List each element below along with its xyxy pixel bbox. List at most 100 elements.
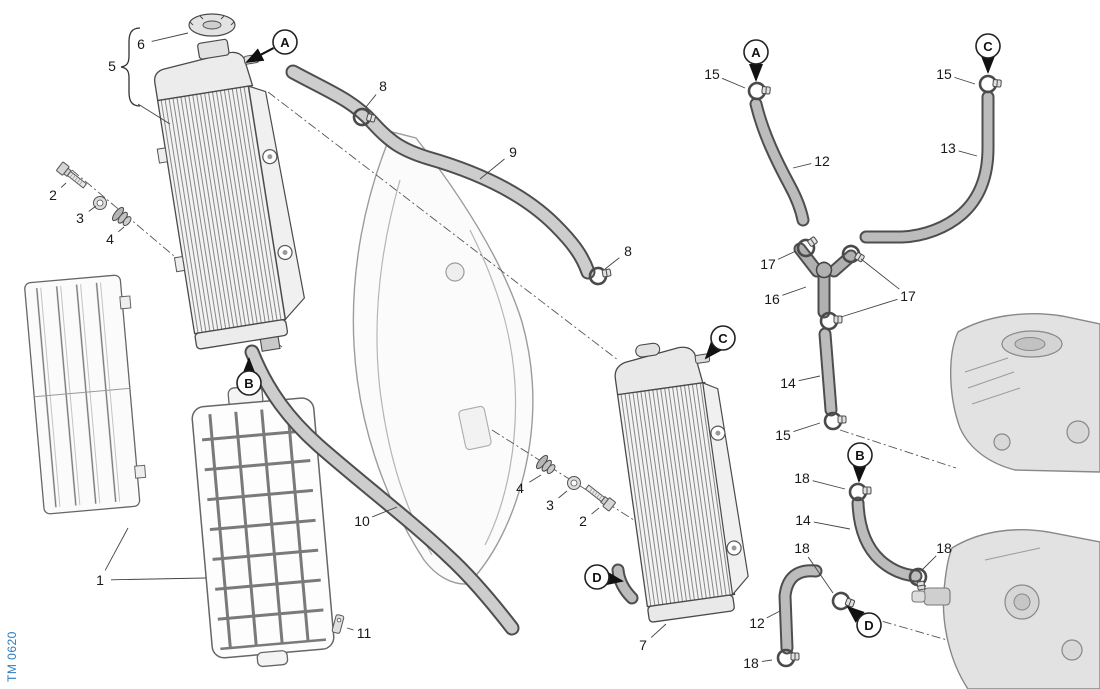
part-label-17: 17 <box>760 250 797 272</box>
callout-letter: C <box>983 39 993 54</box>
part-number: 12 <box>814 153 830 169</box>
part-label-14: 14 <box>795 512 851 530</box>
part-label-16: 16 <box>764 286 807 307</box>
radiator-cap <box>188 13 236 37</box>
callout-C: C <box>704 325 736 360</box>
part-number: 2 <box>579 513 587 529</box>
hose-13 <box>859 90 995 244</box>
motorcycle-frame-outline <box>352 131 534 585</box>
hose-14-lower <box>851 496 923 583</box>
part-label-1: 1 <box>96 527 207 588</box>
callout-D: D <box>846 605 882 638</box>
part-number: 11 <box>357 625 372 641</box>
part-label-18: 18 <box>794 540 834 594</box>
part-number: 3 <box>76 210 84 226</box>
right-radiator <box>614 342 749 623</box>
callout-letter: D <box>864 618 873 633</box>
part5-brace <box>120 27 171 125</box>
part-label-15: 15 <box>775 422 821 443</box>
clamp-17c <box>819 311 844 331</box>
part-number: 10 <box>354 513 370 529</box>
radiator-cage-guard <box>191 385 335 668</box>
part-number: 2 <box>49 187 57 203</box>
callout-A: A <box>245 29 298 63</box>
part-number: 3 <box>546 497 554 513</box>
callout-B: B <box>236 357 262 396</box>
part-label-11: 11 <box>346 625 372 641</box>
engine-cylinder-head <box>949 313 1100 473</box>
part-label-9: 9 <box>479 144 517 180</box>
part-number: 15 <box>775 427 791 443</box>
part-label-4: 4 <box>516 474 542 496</box>
part-number: 17 <box>760 256 776 272</box>
part-label-3: 3 <box>76 205 97 226</box>
part-number: 17 <box>900 288 916 304</box>
right-radiator-outlet <box>611 563 639 605</box>
radiator-louver-guard <box>24 274 147 515</box>
figure-code-watermark: TM 0620 <box>5 631 19 682</box>
part-label-18: 18 <box>921 540 952 571</box>
part-number: 16 <box>764 291 780 307</box>
hose-12-upper <box>749 97 810 227</box>
part-number: 7 <box>639 637 647 653</box>
callout-letter: A <box>280 35 290 50</box>
part-label-18: 18 <box>794 470 846 490</box>
y-fitting-16 <box>793 242 858 319</box>
part-label-5: 5 <box>108 58 116 74</box>
part-label-2: 2 <box>49 182 67 203</box>
callout-letter: C <box>718 331 728 346</box>
callout-B: B <box>847 442 873 483</box>
part-number: 18 <box>743 655 759 671</box>
washer-left <box>93 196 107 210</box>
part-number: 5 <box>108 58 116 74</box>
grommet-left <box>110 205 135 230</box>
clamp-15c <box>823 411 848 431</box>
left-radiator <box>153 38 306 352</box>
overflow-hose-9 <box>285 64 596 280</box>
water-pump-stub <box>923 587 951 606</box>
part-number: 12 <box>749 615 765 631</box>
part-label-8: 8 <box>365 78 387 108</box>
part-label-2: 2 <box>579 507 600 529</box>
part-number: 18 <box>794 470 810 486</box>
hose-12-lower <box>778 564 823 655</box>
part-number: 8 <box>624 243 632 259</box>
part-number: 8 <box>379 78 387 94</box>
part-label-17: 17 <box>840 258 916 318</box>
part-label-15: 15 <box>704 66 746 89</box>
part-label-3: 3 <box>546 490 568 513</box>
hose-14-upper <box>818 327 838 417</box>
clamp-15a <box>747 81 772 102</box>
grommet-right <box>534 453 559 478</box>
part-number: 18 <box>794 540 810 556</box>
part-number: 14 <box>780 375 796 391</box>
lower-hose-10 <box>244 344 520 636</box>
callout-letter: B <box>855 448 864 463</box>
part-number: 18 <box>936 540 952 556</box>
part-label-15: 15 <box>936 66 976 85</box>
left-radiator-outlet <box>259 335 281 352</box>
part-label-18: 18 <box>743 655 773 671</box>
part-number: 6 <box>137 36 145 52</box>
part-number: 9 <box>509 144 517 160</box>
part-label-12: 12 <box>749 610 781 631</box>
engine-crankcase <box>911 529 1100 689</box>
part-label-6: 6 <box>137 32 189 52</box>
guard-clip <box>331 614 345 634</box>
part-label-10: 10 <box>354 506 398 529</box>
left-radiator-filler-neck <box>197 38 230 60</box>
part-label-14: 14 <box>780 375 821 391</box>
left-radiator-side-tank <box>247 85 306 321</box>
part-number: 4 <box>516 480 524 496</box>
part-number: 13 <box>940 140 956 156</box>
callout-A: A <box>743 39 769 82</box>
part-label-12: 12 <box>792 153 830 169</box>
bolt-right <box>583 482 617 512</box>
right-radiator-bottom-tank <box>647 594 735 623</box>
frame-boss <box>445 262 465 282</box>
washer-right <box>567 476 581 490</box>
part-label-7: 7 <box>639 623 667 653</box>
frame-bracket <box>458 405 492 451</box>
